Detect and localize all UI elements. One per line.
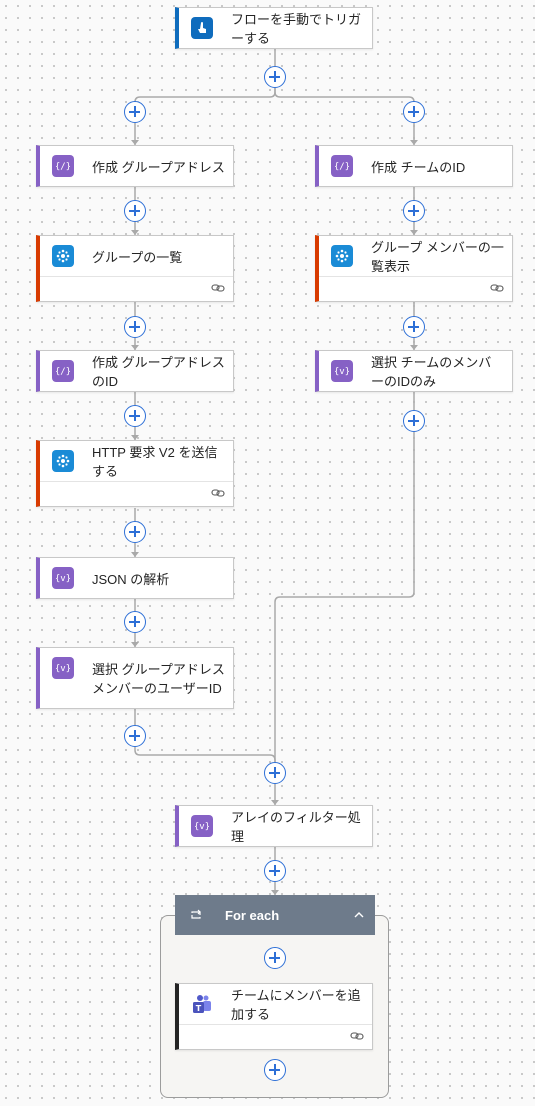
foreach-label: For each [225, 907, 280, 923]
svg-text:{v}: {v} [335, 367, 349, 377]
data-operation-icon: {v} [52, 657, 74, 679]
action-title: グループ メンバーの一覧表示 [371, 240, 504, 274]
action-card-compose-group-address[interactable]: {/} 作成 グループアドレス [36, 145, 234, 187]
action-card-list-groups[interactable]: グループの一覧 [36, 235, 234, 302]
data-operation-icon: {v} [52, 567, 74, 589]
compose-icon: {/} [331, 155, 353, 177]
connection-link-icon[interactable] [211, 486, 225, 500]
add-step-button[interactable] [124, 521, 146, 543]
action-title: チームにメンバーを追加する [231, 988, 361, 1022]
card-footer [319, 276, 512, 301]
action-title: JSON の解析 [92, 571, 170, 587]
action-title: 作成 グループアドレス [92, 159, 225, 175]
add-step-button[interactable] [264, 66, 286, 88]
add-step-button[interactable] [124, 725, 146, 747]
action-card-compose-team-id[interactable]: {/} 作成 チームのID [315, 145, 513, 187]
action-card-send-http-request[interactable]: HTTP 要求 V2 を送信する [36, 440, 234, 507]
data-operation-icon: {v} [331, 360, 353, 382]
action-card-compose-group-address-id[interactable]: {/} 作成 グループアドレスのID [36, 350, 234, 392]
svg-text:{v}: {v} [195, 822, 209, 832]
add-step-button[interactable] [264, 1059, 286, 1081]
svg-text:{/}: {/} [56, 367, 70, 377]
card-footer [40, 276, 233, 301]
loop-icon [189, 908, 203, 922]
action-title: 作成 チームのID [371, 159, 466, 175]
add-step-button[interactable] [264, 860, 286, 882]
svg-text:{v}: {v} [56, 664, 70, 674]
add-step-button[interactable] [403, 316, 425, 338]
svg-text:{/}: {/} [335, 162, 349, 172]
action-title: 選択 チームのメンバーのIDのみ [371, 355, 492, 389]
add-step-button[interactable] [264, 947, 286, 969]
action-title: 作成 グループアドレスのID [92, 355, 225, 389]
add-step-button[interactable] [124, 611, 146, 633]
add-step-button[interactable] [124, 200, 146, 222]
action-card-select-team-member-ids[interactable]: {v} 選択 チームのメンバーのIDのみ [315, 350, 513, 392]
action-title: フローを手動でトリガーする [231, 12, 362, 46]
data-operation-icon: {v} [191, 815, 213, 837]
compose-icon: {/} [52, 155, 74, 177]
connection-link-icon[interactable] [211, 281, 225, 295]
action-card-list-group-members[interactable]: グループ メンバーの一覧表示 [315, 235, 513, 302]
hand-touch-icon [191, 17, 213, 39]
card-footer [40, 481, 233, 506]
action-title: グループの一覧 [92, 249, 183, 265]
teams-icon: T [191, 993, 213, 1015]
connection-link-icon[interactable] [490, 281, 504, 295]
add-step-button[interactable] [124, 316, 146, 338]
action-card-add-team-member[interactable]: T チームにメンバーを追加する [175, 983, 373, 1050]
svg-text:{/}: {/} [56, 162, 70, 172]
action-card-filter-array[interactable]: {v} アレイのフィルター処理 [175, 805, 373, 847]
office365-groups-icon [52, 450, 74, 472]
add-step-button[interactable] [124, 101, 146, 123]
office365-groups-icon [331, 245, 353, 267]
action-title: アレイのフィルター処理 [231, 810, 361, 844]
add-step-button[interactable] [124, 405, 146, 427]
connection-link-icon[interactable] [350, 1029, 364, 1043]
foreach-header[interactable]: For each [175, 895, 375, 935]
add-step-button[interactable] [403, 200, 425, 222]
trigger-card[interactable]: フローを手動でトリガーする [175, 7, 373, 49]
chevron-up-icon[interactable] [353, 909, 365, 921]
svg-text:{v}: {v} [56, 574, 70, 584]
action-title: 選択 グループアドレスメンバーのユーザーID [92, 662, 225, 696]
add-step-button[interactable] [403, 101, 425, 123]
add-step-button[interactable] [403, 410, 425, 432]
action-card-parse-json[interactable]: {v} JSON の解析 [36, 557, 234, 599]
svg-text:T: T [196, 1004, 202, 1013]
card-footer [179, 1024, 372, 1049]
compose-icon: {/} [52, 360, 74, 382]
office365-groups-icon [52, 245, 74, 267]
add-step-button[interactable] [264, 762, 286, 784]
action-title: HTTP 要求 V2 を送信する [92, 445, 218, 479]
action-card-select-group-user-ids[interactable]: {v} 選択 グループアドレスメンバーのユーザーID [36, 647, 234, 709]
